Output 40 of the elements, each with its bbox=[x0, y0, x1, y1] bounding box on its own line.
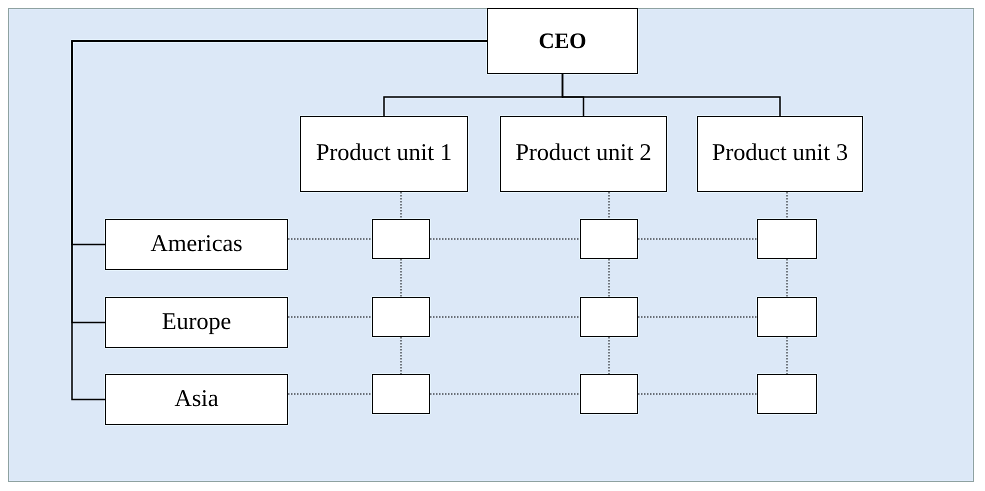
dotted-connector bbox=[400, 258, 402, 298]
empty-box bbox=[580, 374, 638, 414]
empty-box bbox=[757, 219, 817, 259]
dotted-connector bbox=[638, 238, 758, 240]
node-label: CEO bbox=[538, 29, 586, 53]
dotted-connector bbox=[638, 316, 758, 318]
empty-box bbox=[580, 297, 638, 337]
node-label: Americas bbox=[150, 232, 242, 258]
node-label: Product unit 2 bbox=[516, 141, 652, 167]
dotted-connector bbox=[288, 316, 372, 318]
empty-box bbox=[372, 374, 430, 414]
executive-box bbox=[487, 8, 638, 74]
dotted-connector bbox=[786, 258, 788, 298]
dotted-connector bbox=[608, 258, 610, 298]
dotted-connector bbox=[430, 238, 580, 240]
empty-box bbox=[372, 297, 430, 337]
empty-box bbox=[580, 219, 638, 259]
unit-box bbox=[105, 297, 288, 348]
dotted-connector bbox=[608, 192, 610, 220]
dotted-connector bbox=[786, 192, 788, 220]
unit-box bbox=[105, 219, 288, 270]
connector bbox=[71, 40, 487, 400]
dotted-connector bbox=[786, 336, 788, 374]
dotted-connector bbox=[288, 238, 372, 240]
node-label: Product unit 3 bbox=[712, 141, 848, 167]
empty-box bbox=[757, 297, 817, 337]
dotted-connector bbox=[400, 192, 402, 220]
dotted-connector bbox=[400, 336, 402, 374]
node-label: Product unit 1 bbox=[316, 141, 452, 167]
unit-box bbox=[500, 116, 667, 192]
node-label: Europe bbox=[162, 310, 232, 336]
unit-box bbox=[697, 116, 863, 192]
dotted-connector bbox=[430, 316, 580, 318]
empty-box bbox=[757, 374, 817, 414]
connector bbox=[562, 74, 781, 116]
dotted-connector bbox=[608, 336, 610, 374]
empty-box bbox=[372, 219, 430, 259]
unit-box bbox=[300, 116, 468, 192]
node-label: Asia bbox=[174, 386, 218, 412]
unit-box bbox=[105, 374, 288, 425]
